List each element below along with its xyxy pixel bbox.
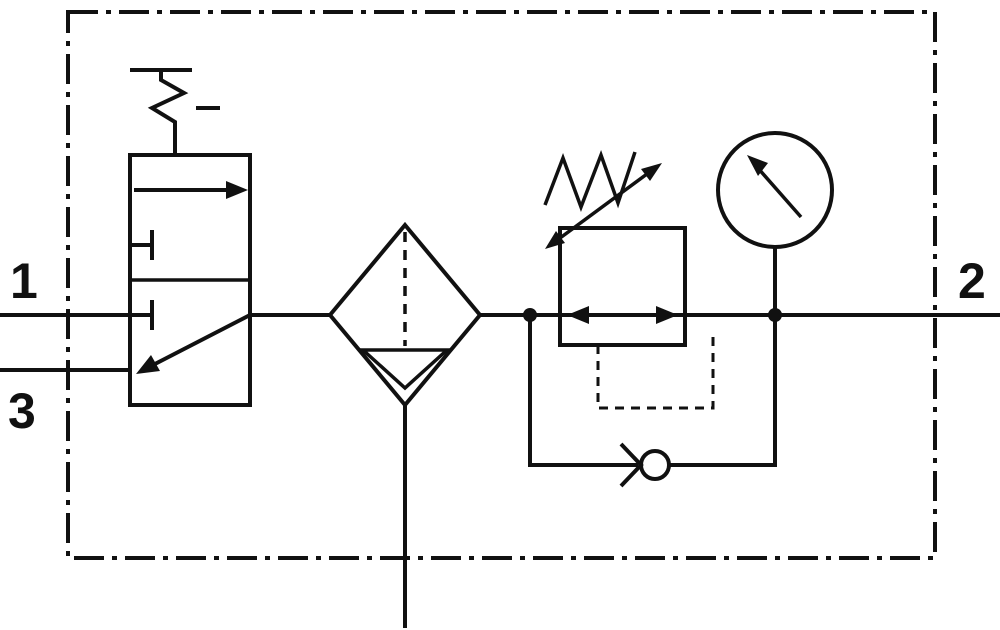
bypass-line-right — [669, 315, 777, 467]
port-3-label: 3 — [8, 383, 36, 439]
gauge-needle — [755, 165, 803, 219]
bypass — [528, 315, 777, 488]
bypass-line-left — [528, 315, 638, 467]
port-1-label: 1 — [10, 253, 38, 309]
regulator-arrow-left — [567, 306, 589, 324]
regulator-adjust-arrow-shaft — [554, 169, 653, 243]
regulator-body — [558, 226, 687, 347]
valve-exhaust-arrowhead — [136, 355, 160, 374]
regulator-adjust-arrowhead-up — [641, 163, 662, 181]
valve-exhaust-arrow-shaft — [152, 313, 251, 367]
junction-dot-right — [768, 308, 782, 322]
valve-3-2 — [128, 153, 252, 407]
valve-actuator — [130, 68, 220, 155]
filter-separator-triangle — [358, 348, 452, 391]
actuator-stem-spring — [147, 70, 189, 155]
enclosure-border — [66, 10, 937, 560]
filter — [327, 221, 483, 409]
enclosure — [66, 10, 937, 560]
port-2-label: 2 — [958, 253, 986, 309]
pressure-gauge — [716, 131, 834, 315]
regulator-arrow-right — [656, 306, 678, 324]
flow-lines — [0, 313, 1000, 628]
check-valve-seat — [619, 442, 644, 488]
regulator — [543, 149, 715, 410]
filter-body — [327, 221, 483, 409]
regulator-pilot-line — [596, 332, 715, 410]
check-valve-ball — [639, 449, 671, 481]
valve-flow-arrowhead — [226, 181, 248, 199]
junction-dot-left — [523, 308, 537, 322]
regulator-adjust-arrowhead-down — [545, 231, 565, 249]
gauge-needle-arrowhead — [747, 155, 768, 176]
regulator-spring — [543, 149, 637, 212]
